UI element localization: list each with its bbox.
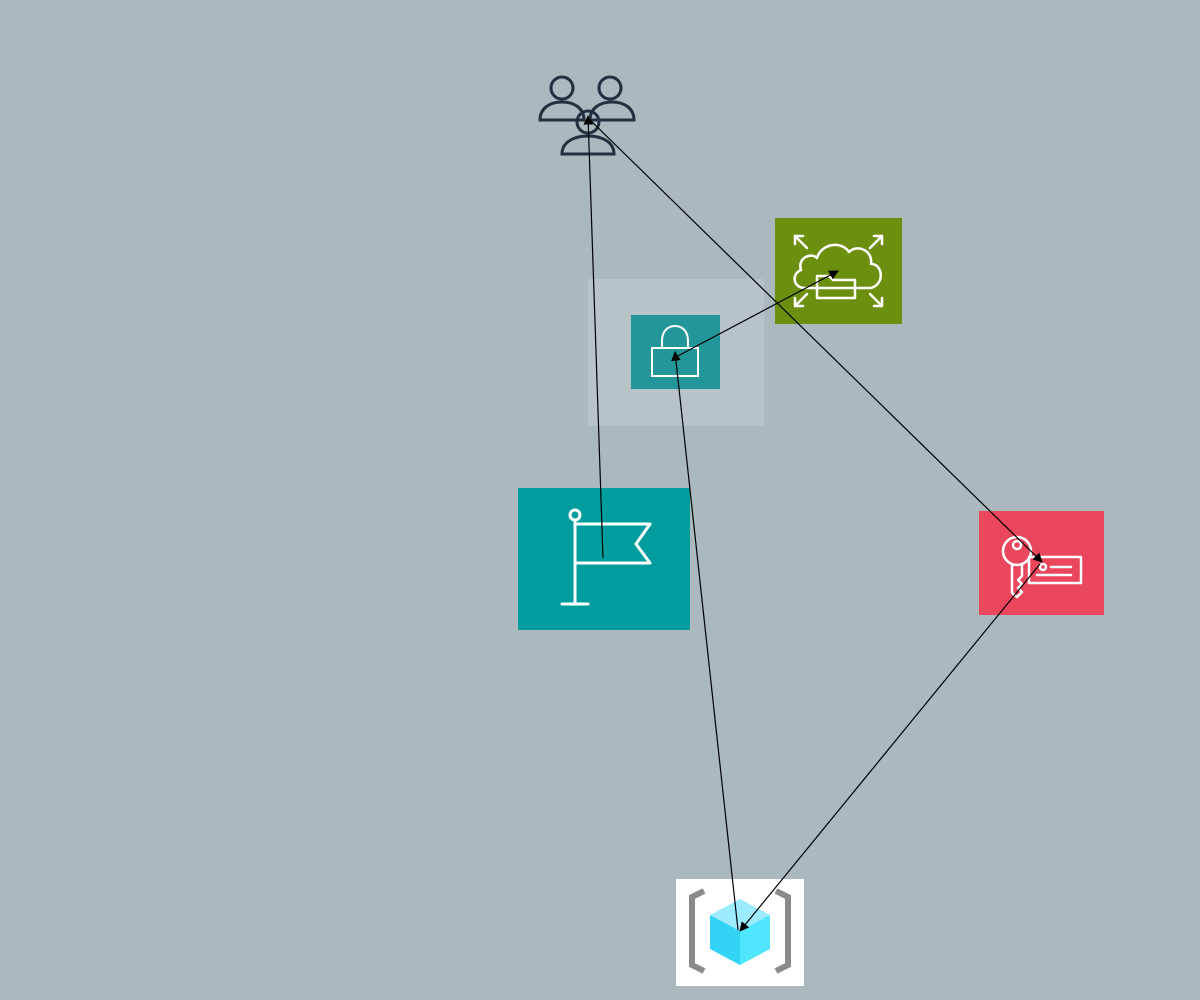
edge-key-to-cube xyxy=(739,563,1041,932)
key-card-icon[interactable] xyxy=(979,511,1104,615)
edge-users-to-key xyxy=(587,117,1043,563)
edge-cube-to-lock xyxy=(671,351,739,931)
bracketed-cube-icon[interactable] xyxy=(676,879,804,986)
flag-icon[interactable] xyxy=(518,488,690,630)
edge-lock-to-cloud xyxy=(673,270,839,359)
edge-flag-to-users xyxy=(583,115,604,559)
users-group-icon[interactable] xyxy=(535,72,639,160)
